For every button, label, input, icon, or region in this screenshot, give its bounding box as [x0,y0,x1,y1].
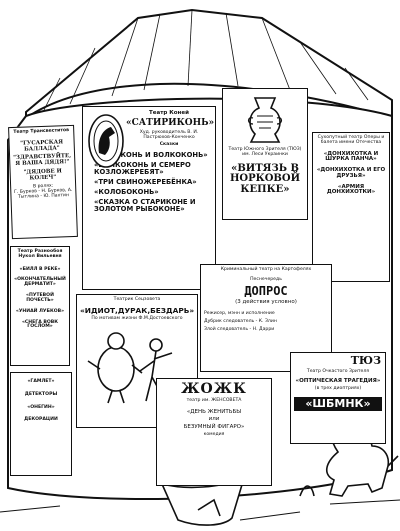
poster-nukol-theatre: Театр Разнообоя Нукол Вильевня «БИЛЛ В Р… [10,246,70,366]
poster-title: «ДОНХИХОТКА И ЕГО ДРУЗЬЯ» [316,167,386,179]
poster-title: ДОПРОС [244,283,288,298]
poster-title: «ИДИОТ,ДУРАК,БЕЗДАРЬ» [80,305,195,315]
poster-subtitle: (в трех диоптриях) [314,385,362,391]
poster-title: «ДОНХИХОТКА И ШУРКА ПАНЧА» [323,150,379,163]
horse-emblem-icon [88,114,124,168]
poster-title: «ОКОНЧАТЕЛЬНЫЙ ДЕРМАТИТ» [14,277,66,288]
poster-zhensovet: ЖОЖК театр им. ЖЕНСОВЕТА «ДЕНЬ ЖЕНИТЬБЫ … [156,378,272,486]
poster-title: «КОЛОБОКОНЬ» [94,188,159,197]
poster-subtitle: По мотивам жизни Ф.М.Достоевского [91,315,183,321]
poster-header: Театр Южного Зрителя (ТЮЗ) им. Леси Укра… [228,147,302,157]
ground [0,499,400,521]
poster-title: ДЕТЕКТОРЫ [24,391,58,397]
poster-cast: Г. Бурков - Н. Бурков, А. Тытлина - Ю. П… [14,188,73,200]
poster-title: «ЛИСОКОНЬ И ВОЛКОКОНЬ» [94,150,208,159]
poster-title: или [208,416,220,423]
poster-title: «ОПТИЧЕСКАЯ ТРАГЕДИЯ» [295,377,381,384]
poster-title: «СНЕГА ВОВК ГОСЛОМ» [21,319,59,330]
poster-title: «СКАЗКА О СТАРИКОНЕ И ЗОЛОТОМ РЫБОКОНЕ» [94,198,196,214]
poster-logo: ТЮЗ [350,354,381,367]
poster-satirikon: Театр Коней «САТИРИКОНЬ» Худ. руководите… [82,106,216,290]
poster-title: «ВИТЯЗЬ В НОРКОВОЙ КЕПКЕ» [229,162,301,195]
poster-title: ДЕКОРАЦИИ [24,417,58,423]
poster-genre: Сказки [159,141,179,147]
poster-transvestite-theatre: Театр Трансвеститов "ГУСАРСКАЯ БАЛЛАДА" … [8,124,78,240]
poster-credit: Дубрик следователь - К. Злин [204,318,277,324]
poster-header: Театрик Сецзовета [113,297,161,302]
poster-southern-theatre: Театр Южного Зрителя (ТЮЗ) им. Леси Укра… [222,88,308,220]
poster-optical-tragedy: ТЮЗ Театр Очкастого Зрителя «ОПТИЧЕСКАЯ … [290,352,386,444]
poster-title: «ОНЕГИН» [27,404,55,410]
poster-acts: (3 действия условно) [235,299,297,306]
poster-title: «ТРИ СВИНОЖЕРЕБЁНКА» [94,178,197,187]
poster-header: Театр Очкастого Зрителя [306,369,370,374]
poster-genre: Песнечередь [250,276,282,282]
poster-header: Театр Разнообоя Нукол Вильевня [17,249,63,259]
poster-title: "ЗДРАВСТВУЙТЕ, Я ВАША ДЯДЯ!" [13,153,72,168]
poster-genre: комедия [203,431,225,437]
poster-subtitle-band: «ШБМНК» [294,397,382,411]
poster-title: «ДЕНЬ ЖЕНИТЬБЫ [186,408,242,415]
poster-opera-ballet: Сухопутный театр Оперы и балета имени От… [312,132,390,282]
poster-director: Худ. руководитель В. И. Пастрюхов-Кончен… [139,130,199,141]
poster-header: театр им. ЖЕНСОВЕТА [186,397,242,403]
poster-header: Театр Трансвеститов [13,128,70,136]
poster-credit: Злой следователь - Н. Дарри [204,326,275,332]
poster-title: «БИЛЛ В РЕКЕ» [19,266,61,272]
poster-credit: Режисер, мэнн и исполнение [204,310,275,316]
vase-emblem-icon [247,97,283,143]
poster-title: «ВОЛКОКОНЬ И СЕМЕРО КОЗЛОЖЕРЕБЯТ» [94,160,191,176]
poster-header: Сухопутный театр Оперы и балета имени От… [317,135,385,145]
poster-header: Криминальный театр на Картофелях [220,267,312,272]
poster-title: «ГАМЛЕТ» [27,379,55,384]
two-figures-illustration [87,332,173,404]
poster-title: «АРМИЯ ДОНХИХОТКИ» [326,183,376,196]
poster-title: «ПУТЕВОЙ ПОЧЕСТЬ» [26,293,54,303]
poster-title: «УНИАЙ ЛУБКОВ» [15,308,65,314]
poster-theatre-name: «САТИРИКОНЬ» [126,117,215,128]
poster-bottom-left: «ГАМЛЕТ» ДЕТЕКТОРЫ «ОНЕГИН» ДЕКОРАЦИИ [10,372,72,476]
poster-logo: ЖОЖК [181,381,247,397]
poster-title: "ДЯДОВЕ И КОЛЕЧ" [23,168,62,182]
poster-title: "ГУСАРСКАЯ БАЛЛАДА" [20,139,64,153]
poster-header: Театр Коней [149,110,189,116]
poster-title: БЕЗУМНЫЙ ФИГАРО» [183,424,245,431]
